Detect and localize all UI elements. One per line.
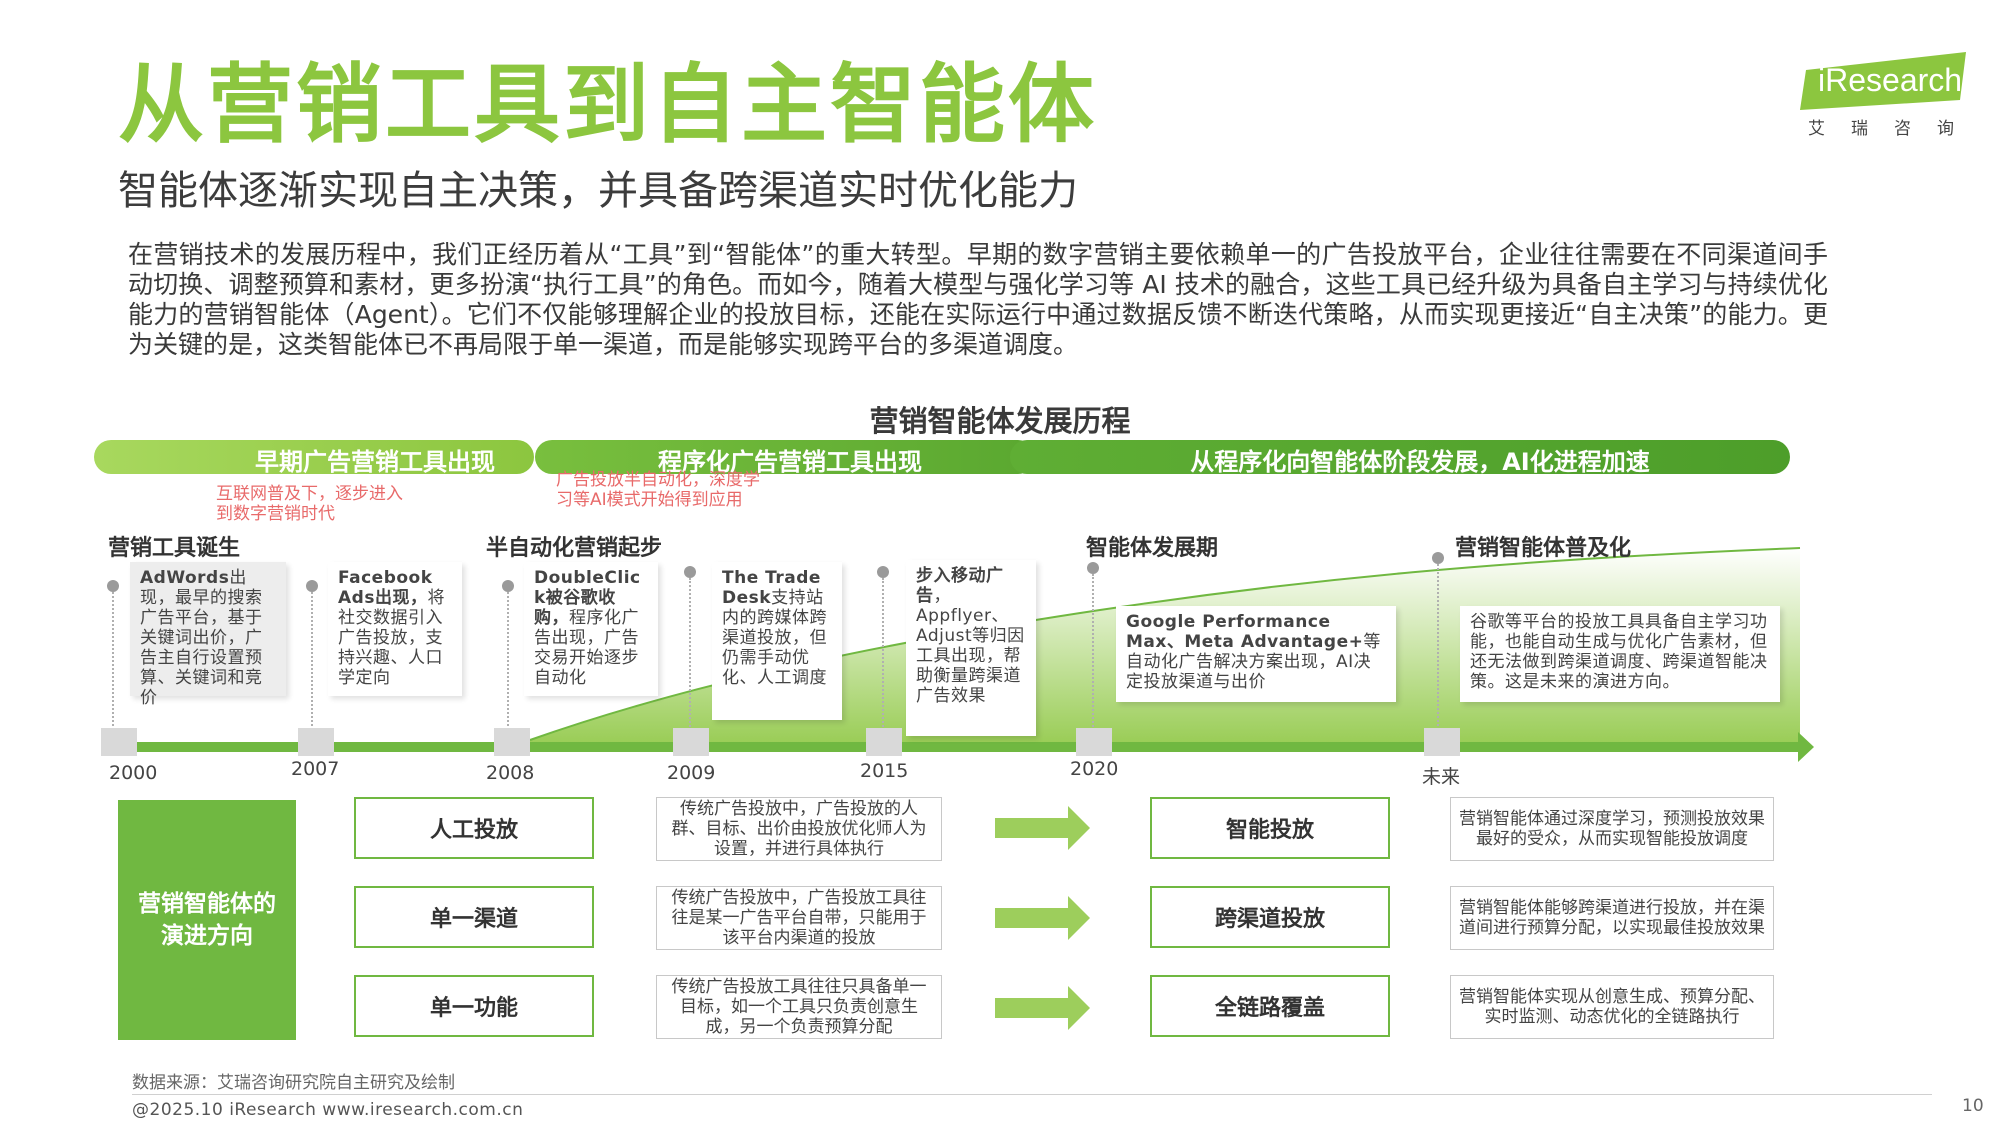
to-box-cross-channel: 跨渠道投放 (1150, 886, 1390, 948)
footer-copyright: @2025.10 iResearch www.iresearch.com.cn (132, 1100, 524, 1120)
note-internet: 互联网普及下，逐步进入到数字营销时代 (216, 484, 403, 524)
from-desc-single-channel: 传统广告投放中，广告投放工具往往是某一广告平台自带，只能用于该平台内渠道的投放 (656, 886, 942, 950)
event-text: 谷歌等平台的投放工具具备自主学习功能，也能自动生成与优化广告素材，但还无法做到跨… (1470, 612, 1768, 692)
event-box-mobile: 步入移动广告，Appflyer、Adjust等归因工具出现，帮助衡量跨渠道广告效… (906, 560, 1036, 736)
page-title: 从营销工具到自主智能体 (118, 55, 1097, 155)
phase-band-programmatic-label: 程序化广告营销工具出现 (658, 448, 922, 476)
event-text: 等自动化广告解决方案出现，AI决定投放渠道与出价 (1126, 632, 1381, 692)
timeline-dot (1087, 562, 1099, 574)
event-box-doubleclick: DoubleClick被谷歌收购，程序化广告出现，广告交易开始逐步自动化 (524, 562, 658, 696)
year-marker (298, 728, 334, 756)
note-semi-auto: 广告投放半自动化，深度学习等AI模式开始得到应用 (556, 470, 760, 510)
phase-band-programmatic (535, 440, 1035, 474)
growth-curve (529, 547, 1801, 741)
event-text: ，Appflyer、Adjust等归因工具出现，帮助衡量跨渠道广告效果 (916, 586, 1025, 706)
from-desc-manual: 传统广告投放中，广告投放的人群、目标、出价由投放优化师人为设置，并进行具体执行 (656, 797, 942, 861)
event-title: Google Performance Max、Meta Advantage+ (1126, 612, 1364, 652)
event-text: 出现，最早的搜索广告平台，基于关键词出价，广告主自行设置预算、关键词和竞价 (140, 568, 263, 708)
stage-tool-birth: 营销工具诞生 (108, 536, 241, 561)
to-desc-full-chain: 营销智能体实现从创意生成、预算分配、实时监测、动态优化的全链路执行 (1450, 975, 1774, 1039)
evolution-label: 营销智能体的演进方向 (138, 891, 276, 949)
event-text: 将社交数据引入广告投放，支持兴趣、人口学定向 (338, 588, 445, 688)
event-box-adwords: AdWords出现，最早的搜索广告平台，基于关键词出价，广告主自行设置预算、关键… (130, 562, 286, 708)
arrow-row-1 (995, 806, 1090, 850)
event-title: The Trade Desk (722, 568, 821, 608)
year-label: 2009 (667, 762, 716, 784)
timeline-connector (311, 592, 313, 730)
year-marker (101, 728, 137, 756)
to-box-full-chain: 全链路覆盖 (1150, 975, 1390, 1037)
intro-paragraph: 在营销技术的发展历程中，我们正经历着从“工具”到“智能体”的重大转型。早期的数字… (128, 240, 1828, 359)
timeline-connector (112, 592, 114, 730)
timeline-dot (1432, 552, 1444, 564)
phase-band-agent (1010, 440, 1790, 474)
event-text: 支持站内的跨媒体跨渠道投放，但仍需手动优化、人工调度 (722, 588, 827, 688)
page-number: 10 (1962, 1096, 1984, 1116)
iresearch-logo: iResearch 艾瑞咨询 (1800, 52, 1970, 142)
timeline-dot (684, 566, 696, 578)
phase-band-early-label: 早期广告营销工具出现 (255, 448, 495, 476)
from-box-manual: 人工投放 (354, 797, 594, 859)
from-desc-single-function: 传统广告投放工具往往只具备单一目标，如一个工具只负责创意生成，另一个负责预算分配 (656, 975, 942, 1039)
event-box-facebook: Facebook Ads出现，将社交数据引入广告投放，支持兴趣、人口学定向 (328, 562, 462, 696)
timeline-connector (882, 578, 884, 730)
event-text: 程序化广告出现，广告交易开始逐步自动化 (534, 608, 639, 688)
logo-text: iResearch (1818, 62, 1963, 98)
event-box-future: 谷歌等平台的投放工具具备自主学习功能，也能自动生成与优化广告素材，但还无法做到跨… (1460, 606, 1780, 702)
stage-agent-popular: 营销智能体普及化 (1455, 536, 1632, 561)
year-label: 2015 (860, 760, 909, 782)
year-label: 2007 (291, 758, 340, 780)
timeline-connector (507, 592, 509, 730)
year-label: 2020 (1070, 758, 1119, 780)
event-box-tradedesk: The Trade Desk支持站内的跨媒体跨渠道投放，但仍需手动优化、人工调度 (712, 562, 842, 720)
year-label: 2000 (109, 762, 158, 784)
timeline-dot (306, 580, 318, 592)
year-marker (494, 728, 530, 756)
timeline-dot (107, 580, 119, 592)
event-title: AdWords (140, 568, 230, 588)
timeline-arrowhead (1798, 732, 1814, 762)
timeline-dot (877, 566, 889, 578)
phase-band-early (94, 440, 534, 474)
phase-band-agent-label: 从程序化向智能体阶段发展，AI化进程加速 (1190, 448, 1650, 476)
timeline-dot (502, 580, 514, 592)
year-label: 2008 (486, 762, 535, 784)
timeline-connector (1092, 574, 1094, 730)
timeline-connector (1437, 564, 1439, 730)
footer-divider (132, 1094, 1932, 1095)
diagram-title: 营销智能体发展历程 (869, 404, 1131, 438)
stage-agent-dev: 智能体发展期 (1086, 536, 1219, 561)
to-box-smart: 智能投放 (1150, 797, 1390, 859)
to-desc-smart: 营销智能体通过深度学习，预测投放效果最好的受众，从而实现智能投放调度 (1450, 797, 1774, 861)
year-marker (866, 728, 902, 756)
event-title: 步入移动广告 (916, 566, 1004, 606)
event-title: DoubleClick被谷歌收购， (534, 568, 641, 628)
event-title: Facebook Ads出现， (338, 568, 433, 608)
event-box-pmax: Google Performance Max、Meta Advantage+等自… (1116, 606, 1396, 702)
year-marker (1076, 728, 1112, 756)
logo-subtext: 艾瑞咨询 (1808, 119, 1980, 139)
to-desc-cross-channel: 营销智能体能够跨渠道进行投放，并在渠道间进行预算分配，以实现最佳投放效果 (1450, 886, 1774, 950)
arrow-row-3 (995, 986, 1090, 1030)
arrow-row-2 (995, 896, 1090, 940)
from-box-single-channel: 单一渠道 (354, 886, 594, 948)
evolution-label-block: 营销智能体的演进方向 (118, 800, 296, 1040)
year-label: 未来 (1422, 766, 1461, 788)
data-source: 数据来源：艾瑞咨询研究院自主研究及绘制 (132, 1073, 455, 1093)
year-marker (673, 728, 709, 756)
timeline-axis (110, 742, 1800, 752)
timeline-connector (689, 578, 691, 730)
logo-badge-shape (1800, 52, 1966, 110)
stage-semi-auto: 半自动化营销起步 (486, 536, 663, 561)
page-subtitle: 智能体逐渐实现自主决策，并具备跨渠道实时优化能力 (118, 168, 1078, 214)
year-marker (1424, 728, 1460, 756)
from-box-single-function: 单一功能 (354, 975, 594, 1037)
